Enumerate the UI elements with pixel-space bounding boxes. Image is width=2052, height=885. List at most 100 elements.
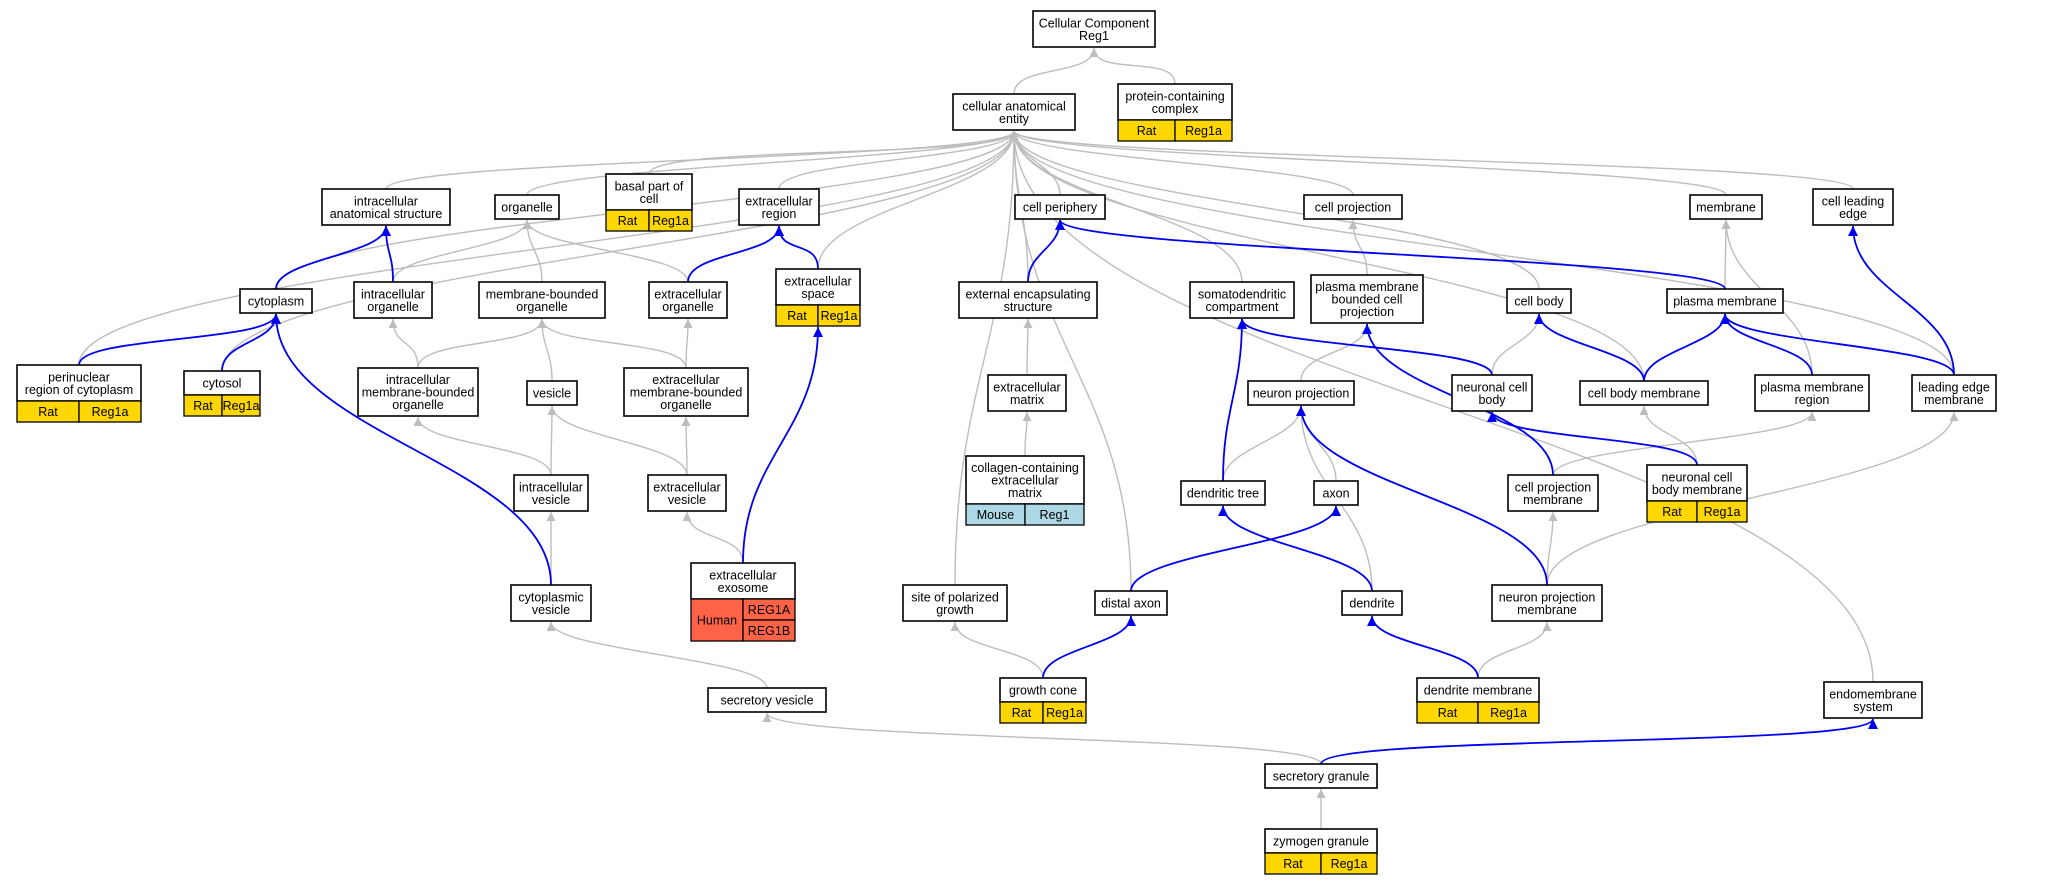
is-a-edge-ev-to-vesicle	[547, 405, 688, 476]
node-box	[494, 194, 560, 220]
node-box	[1313, 480, 1359, 506]
node-vesicle[interactable]: vesicle	[526, 380, 578, 406]
species-cell	[690, 598, 744, 642]
node-cellproj[interactable]: cell projection	[1303, 194, 1403, 220]
is-a-edge-gc-to-spg	[950, 621, 1044, 679]
node-membrane[interactable]: membrane	[1689, 194, 1763, 220]
node-ccem[interactable]: collagen-containingextracellularmatrixMo…	[965, 455, 1085, 526]
node-box	[16, 364, 142, 402]
part-of-edge-io-to-ias	[381, 225, 394, 283]
node-label: extracellular	[709, 568, 776, 582]
node-pm[interactable]: plasma membrane	[1666, 288, 1784, 314]
node-box	[648, 281, 728, 319]
node-label: dendritic tree	[1187, 487, 1259, 501]
node-label: intracellular	[386, 373, 450, 387]
node-box	[623, 367, 749, 417]
is-a-edge-iv-to-imbo	[413, 416, 552, 476]
node-organelle[interactable]: organelle	[494, 194, 560, 220]
node-dendrite[interactable]: dendrite	[1341, 590, 1403, 616]
species-label: Human	[697, 614, 737, 628]
node-sg[interactable]: secretory granule	[1264, 763, 1378, 789]
node-label: plasma membrane	[1673, 295, 1777, 309]
node-label: projection	[1340, 305, 1394, 319]
node-box	[1247, 380, 1355, 406]
species-label: Rat	[618, 214, 638, 228]
node-label: neuronal cell	[1662, 470, 1733, 484]
node-cbm[interactable]: cell body membrane	[1579, 380, 1709, 406]
node-label: body membrane	[1652, 483, 1742, 497]
part-of-edge-sg-to-ems	[1320, 718, 1878, 765]
is-a-edge-cytosol-to-cae	[221, 130, 1019, 372]
is-a-edge-organelle-to-cae	[526, 130, 1019, 196]
is-a-edge-io-to-organelle	[392, 219, 532, 283]
is-a-edge-sv-to-cv	[546, 621, 768, 689]
node-label: secretory granule	[1273, 770, 1370, 784]
node-label: extracellular	[784, 274, 851, 288]
gene-cell	[221, 394, 261, 417]
node-cellper[interactable]: cell periphery	[1014, 194, 1106, 220]
node-da[interactable]: distal axon	[1094, 590, 1168, 616]
node-label: membrane-bounded	[486, 287, 599, 301]
node-cytoplasm[interactable]: cytoplasm	[239, 288, 313, 314]
node-label: organelle	[516, 300, 567, 314]
node-label: plasma membrane	[1315, 280, 1419, 294]
node-label: vesicle	[668, 493, 706, 507]
is-a-edge-eo-to-organelle	[522, 219, 689, 283]
node-cellbody[interactable]: cell body	[1506, 288, 1572, 314]
node-sv[interactable]: secretory vesicle	[707, 687, 827, 713]
node-box	[183, 370, 261, 396]
node-label: anatomical structure	[330, 207, 443, 221]
node-box	[952, 93, 1076, 131]
node-label: neuronal cell	[1457, 380, 1528, 394]
node-dt[interactable]: dendritic tree	[1180, 480, 1266, 506]
node-label: distal axon	[1101, 597, 1161, 611]
node-box	[1341, 590, 1403, 616]
node-label: body	[1478, 393, 1506, 407]
gene-label: Reg1a	[821, 309, 858, 323]
part-of-edge-npm-to-np	[1296, 405, 1548, 586]
species-label: Rat	[787, 309, 807, 323]
is-a-edge-ems-to-cae	[1009, 130, 1874, 683]
node-np[interactable]: neuron projection	[1247, 380, 1355, 406]
node-box	[707, 687, 827, 713]
gene-cell	[742, 619, 796, 642]
node-axon[interactable]: axon	[1313, 480, 1359, 506]
node-label: system	[1853, 700, 1893, 714]
species-label: Rat	[1012, 706, 1032, 720]
node-box	[1180, 480, 1266, 506]
